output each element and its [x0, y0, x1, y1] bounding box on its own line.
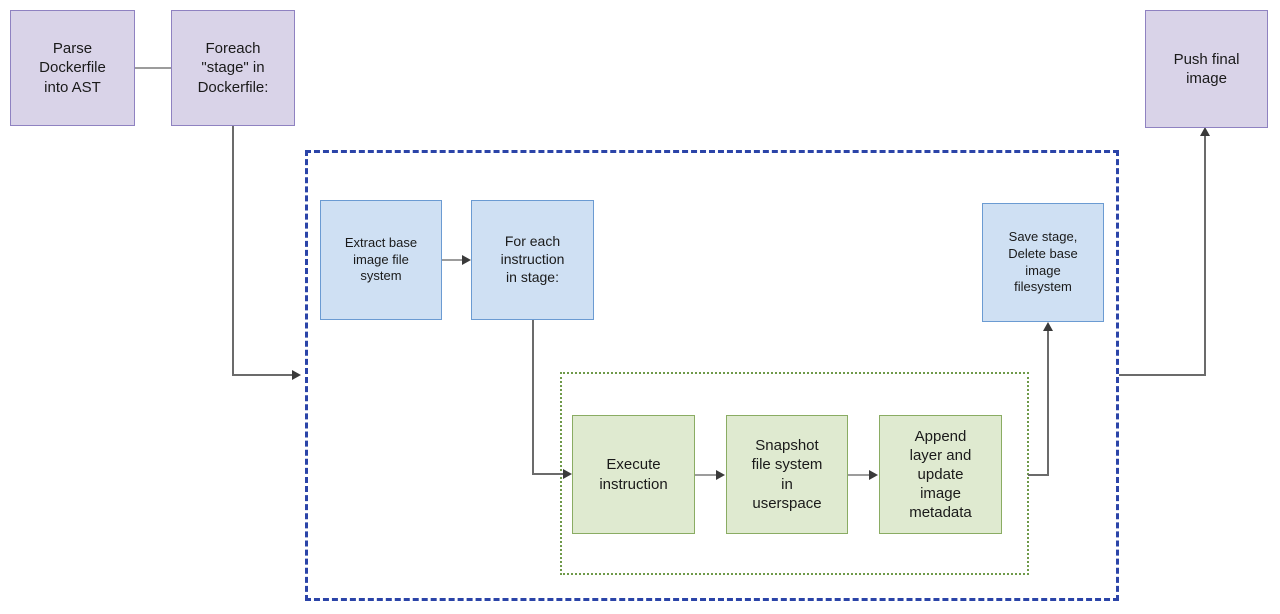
edge-stage-exit-right — [1119, 374, 1206, 376]
edge-snapshot-to-append — [848, 474, 871, 476]
node-append-layer[interactable]: Append layer and update image metadata — [879, 415, 1002, 534]
node-save-stage[interactable]: Save stage, Delete base image filesystem — [982, 203, 1104, 322]
node-extract-base-image[interactable]: Extract base image file system — [320, 200, 442, 320]
node-push-final-image[interactable]: Push final image — [1145, 10, 1268, 128]
arrow-execute-to-snapshot-icon — [716, 470, 725, 480]
edge-parse-to-foreach — [135, 67, 172, 69]
arrow-into-stage-loop-icon — [292, 370, 301, 380]
arrow-extract-to-instruction-icon — [462, 255, 471, 265]
arrow-to-push-final-image-icon — [1200, 127, 1210, 136]
edge-stage-exit-up — [1204, 135, 1206, 375]
arrow-to-save-stage-icon — [1043, 322, 1053, 331]
node-parse-dockerfile[interactable]: Parse Dockerfile into AST — [10, 10, 135, 126]
edge-foreach-down — [232, 125, 234, 375]
stage-loop-group — [305, 150, 1119, 601]
node-foreach-stage[interactable]: Foreach "stage" in Dockerfile: — [171, 10, 295, 126]
edge-foreach-right — [232, 374, 294, 376]
edge-extract-to-foreach-instruction — [442, 259, 464, 261]
node-execute-instruction[interactable]: Execute instruction — [572, 415, 695, 534]
edge-loop-exit-up — [1047, 330, 1049, 475]
arrow-into-instruction-loop-icon — [563, 469, 572, 479]
edge-loop-exit-right — [1028, 474, 1049, 476]
edge-instruction-right — [532, 473, 565, 475]
node-for-each-instruction[interactable]: For each instruction in stage: — [471, 200, 594, 320]
arrow-snapshot-to-append-icon — [869, 470, 878, 480]
edge-execute-to-snapshot — [695, 474, 718, 476]
node-snapshot-file-system[interactable]: Snapshot file system in userspace — [726, 415, 848, 534]
edge-instruction-down — [532, 320, 534, 474]
